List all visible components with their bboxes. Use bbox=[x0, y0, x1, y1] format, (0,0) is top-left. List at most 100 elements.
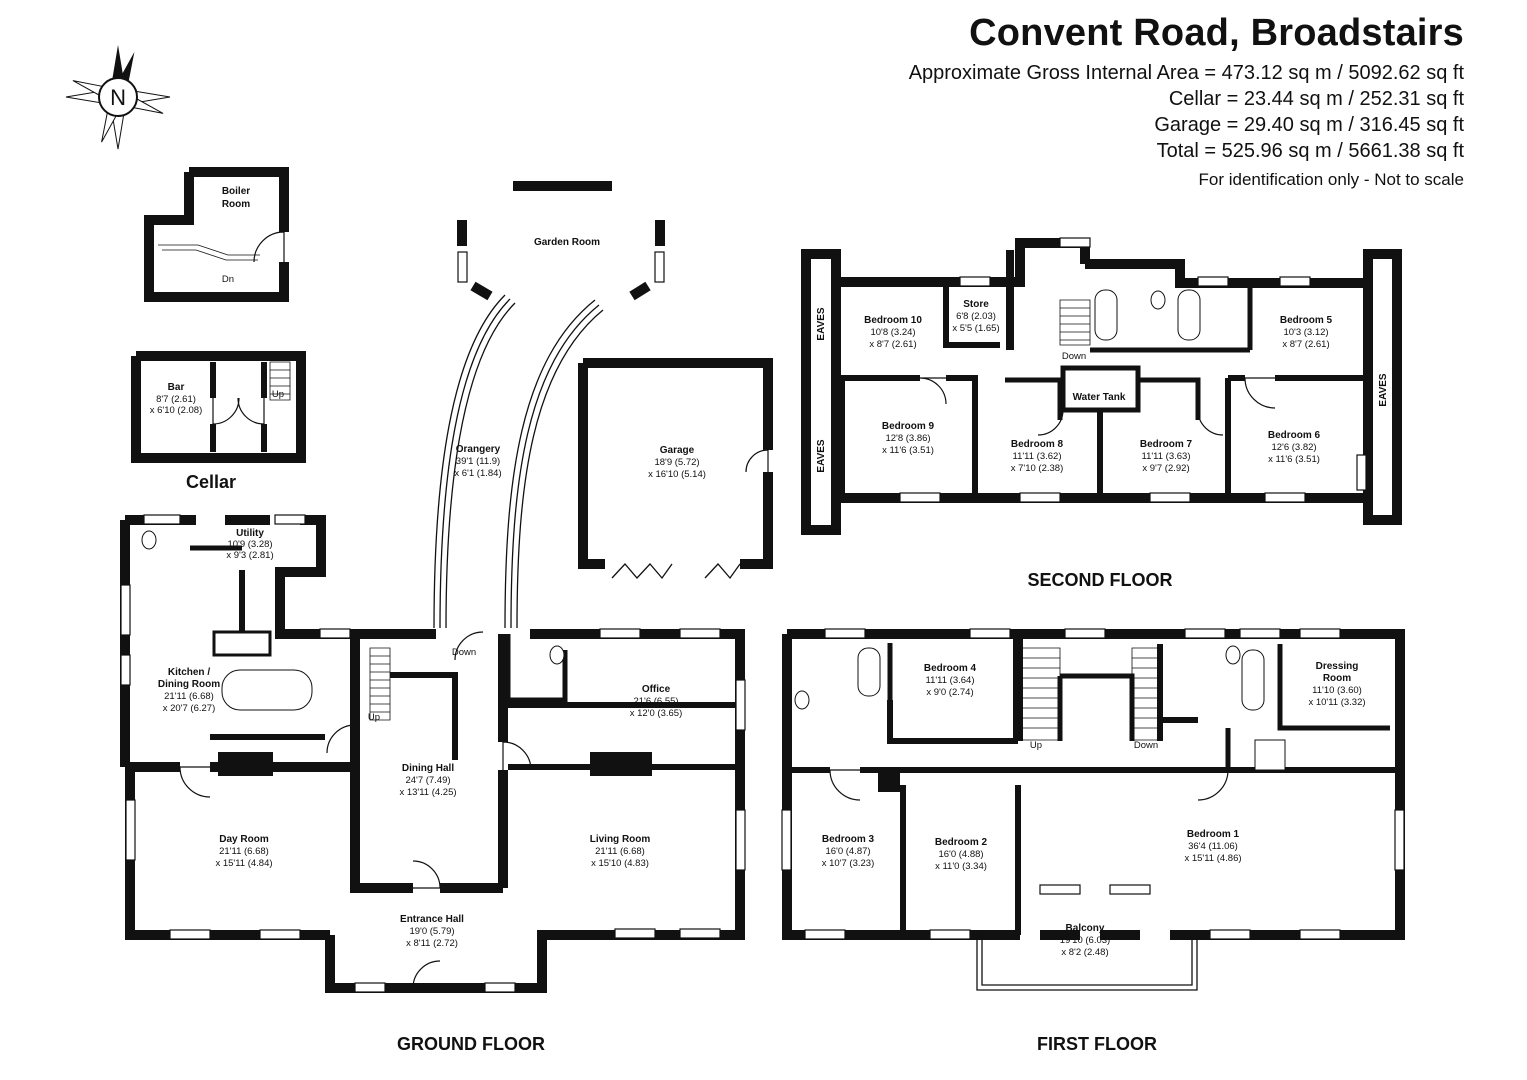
boiler-room-name-2: Room bbox=[222, 199, 250, 210]
bedroom-1-name: Bedroom 1 bbox=[1187, 829, 1240, 840]
garage-area: Garage = 29.40 sq m / 316.45 sq ft bbox=[1154, 114, 1464, 136]
bedroom-5-dim-2: x 8'7 (2.61) bbox=[1282, 339, 1329, 350]
stairs bbox=[158, 244, 1161, 741]
garage-dim-2: x 16'10 (5.14) bbox=[648, 469, 706, 480]
garage-walls bbox=[578, 358, 773, 569]
first-floor-label: FIRST FLOOR bbox=[1037, 1034, 1157, 1054]
windows bbox=[120, 237, 1405, 993]
sanitary-fixtures bbox=[141, 289, 1286, 771]
cellar-floor-label: Cellar bbox=[186, 472, 236, 492]
bedroom-4-dim-1: 11'11 (3.64) bbox=[926, 675, 975, 686]
kitchen-dim-1: 21'11 (6.68) bbox=[164, 691, 214, 702]
entrance-hall-dim-1: 19'0 (5.79) bbox=[409, 926, 454, 937]
day-room-dim-1: 21'11 (6.68) bbox=[219, 846, 269, 857]
kitchen-name-2: Dining Room bbox=[158, 679, 220, 690]
bedroom-10-dim-1: 10'8 (3.24) bbox=[870, 327, 915, 338]
garden-room-walls bbox=[457, 181, 665, 301]
utility-dim-1: 10'9 (3.28) bbox=[227, 539, 272, 550]
day-room-dim-2: x 15'11 (4.84) bbox=[215, 858, 272, 869]
dressing-room-name-1: Dressing bbox=[1316, 661, 1359, 672]
bedroom-2-dim-1: 16'0 (4.88) bbox=[938, 849, 983, 860]
bedroom-4-dim-2: x 9'0 (2.74) bbox=[926, 687, 973, 698]
bedroom-4-name: Bedroom 4 bbox=[924, 663, 977, 674]
dn-label: Dn bbox=[222, 274, 234, 285]
store-dim-2: x 5'5 (1.65) bbox=[952, 323, 999, 334]
orangery-walls bbox=[433, 294, 604, 629]
garage-folding-door bbox=[611, 563, 741, 580]
first-down-label: Down bbox=[1134, 740, 1158, 751]
orangery-name: Orangery bbox=[456, 444, 501, 455]
bedroom-9-dim-2: x 11'6 (3.51) bbox=[882, 445, 934, 456]
living-room-dim-2: x 15'10 (4.83) bbox=[591, 858, 649, 869]
bedroom-6-dim-2: x 11'6 (3.51) bbox=[1268, 454, 1320, 465]
utility-dim-2: x 9'3 (2.81) bbox=[226, 550, 273, 561]
bedroom-3-name: Bedroom 3 bbox=[822, 834, 875, 845]
doors bbox=[179, 231, 1276, 989]
second-down-label: Down bbox=[1062, 351, 1086, 362]
bar-name: Bar bbox=[168, 382, 185, 393]
store-dim-1: 6'8 (2.03) bbox=[956, 311, 996, 322]
cellar-area: Cellar = 23.44 sq m / 252.31 sq ft bbox=[1168, 88, 1464, 110]
store-name: Store bbox=[963, 299, 989, 310]
bedroom-7-name: Bedroom 7 bbox=[1140, 439, 1193, 450]
balcony-dim-2: x 8'2 (2.48) bbox=[1061, 947, 1108, 958]
balcony-dim-1: 19'10 (6.03) bbox=[1060, 935, 1110, 946]
bedroom-2-name: Bedroom 2 bbox=[935, 837, 988, 848]
bedroom-8-dim-1: 11'11 (3.62) bbox=[1013, 451, 1062, 462]
bar-dim-2: x 6'10 (2.08) bbox=[150, 405, 203, 416]
garage-name: Garage bbox=[660, 445, 695, 456]
second-floor-label: SECOND FLOOR bbox=[1027, 570, 1172, 590]
living-room-name: Living Room bbox=[590, 834, 651, 845]
bedroom-8-dim-2: x 7'10 (2.38) bbox=[1011, 463, 1064, 474]
bedroom-10-dim-2: x 8'7 (2.61) bbox=[869, 339, 916, 350]
eaves-label-left-bottom: EAVES bbox=[816, 439, 827, 472]
eaves-label-right: EAVES bbox=[1378, 373, 1389, 406]
dressing-room-dim-1: 11'10 (3.60) bbox=[1312, 685, 1362, 696]
bedroom-6-name: Bedroom 6 bbox=[1268, 430, 1321, 441]
entrance-hall-name: Entrance Hall bbox=[400, 914, 464, 925]
boiler-room-name-1: Boiler bbox=[222, 186, 250, 197]
office-name: Office bbox=[642, 684, 671, 695]
ground-down-label: Down bbox=[452, 647, 476, 658]
bedroom-8-name: Bedroom 8 bbox=[1011, 439, 1064, 450]
eaves-label-left-top: EAVES bbox=[816, 307, 827, 340]
dressing-room-dim-2: x 10'11 (3.32) bbox=[1308, 697, 1365, 708]
compass-letter: N bbox=[110, 85, 126, 110]
bedroom-9-name: Bedroom 9 bbox=[882, 421, 935, 432]
bar-dim-1: 8'7 (2.61) bbox=[156, 394, 196, 405]
water-tank-name: Water Tank bbox=[1073, 392, 1126, 403]
bedroom-9-dim-1: 12'8 (3.86) bbox=[885, 433, 930, 444]
first-up-label: Up bbox=[1030, 740, 1042, 751]
dressing-room-name-2: Room bbox=[1323, 673, 1351, 684]
kitchen-dim-2: x 20'7 (6.27) bbox=[163, 703, 216, 714]
boiler-room-walls bbox=[144, 167, 289, 302]
bedroom-3-dim-1: 16'0 (4.87) bbox=[825, 846, 870, 857]
cellar-up-label: Up bbox=[272, 389, 284, 400]
gross-area: Approximate Gross Internal Area = 473.12… bbox=[908, 62, 1464, 84]
balcony-rail bbox=[976, 935, 1198, 991]
bedroom-2-dim-2: x 11'0 (3.34) bbox=[935, 861, 987, 872]
bedroom-1-dim-1: 36'4 (11.06) bbox=[1188, 841, 1238, 852]
bedroom-10-name: Bedroom 10 bbox=[864, 315, 922, 326]
bedroom-3-dim-2: x 10'7 (3.23) bbox=[822, 858, 875, 869]
orangery-dim-1: 39'1 (11.9) bbox=[456, 456, 500, 467]
balcony-name: Balcony bbox=[1066, 923, 1105, 934]
entrance-hall-dim-2: x 8'11 (2.72) bbox=[406, 938, 458, 949]
office-dim-2: x 12'0 (3.65) bbox=[630, 708, 683, 719]
dining-hall-dim-2: x 13'11 (4.25) bbox=[399, 787, 456, 798]
bedroom-5-name: Bedroom 5 bbox=[1280, 315, 1333, 326]
bedroom-7-dim-1: 11'11 (3.63) bbox=[1142, 451, 1191, 462]
bedroom-1-dim-2: x 15'11 (4.86) bbox=[1184, 853, 1241, 864]
orangery-dim-2: x 6'1 (1.84) bbox=[454, 468, 501, 479]
bar-walls bbox=[131, 351, 306, 463]
living-room-dim-1: 21'11 (6.68) bbox=[595, 846, 645, 857]
ground-floor-label: GROUND FLOOR bbox=[397, 1034, 545, 1054]
compass-rose-icon: N bbox=[65, 45, 171, 150]
utility-name: Utility bbox=[236, 528, 264, 539]
bedroom-5-dim-1: 10'3 (3.12) bbox=[1283, 327, 1328, 338]
disclaimer-note: For identification only - Not to scale bbox=[1198, 170, 1464, 189]
bedroom-6-dim-1: 12'6 (3.82) bbox=[1271, 442, 1316, 453]
garage-dim-1: 18'9 (5.72) bbox=[654, 457, 699, 468]
bedroom-7-dim-2: x 9'7 (2.92) bbox=[1142, 463, 1189, 474]
